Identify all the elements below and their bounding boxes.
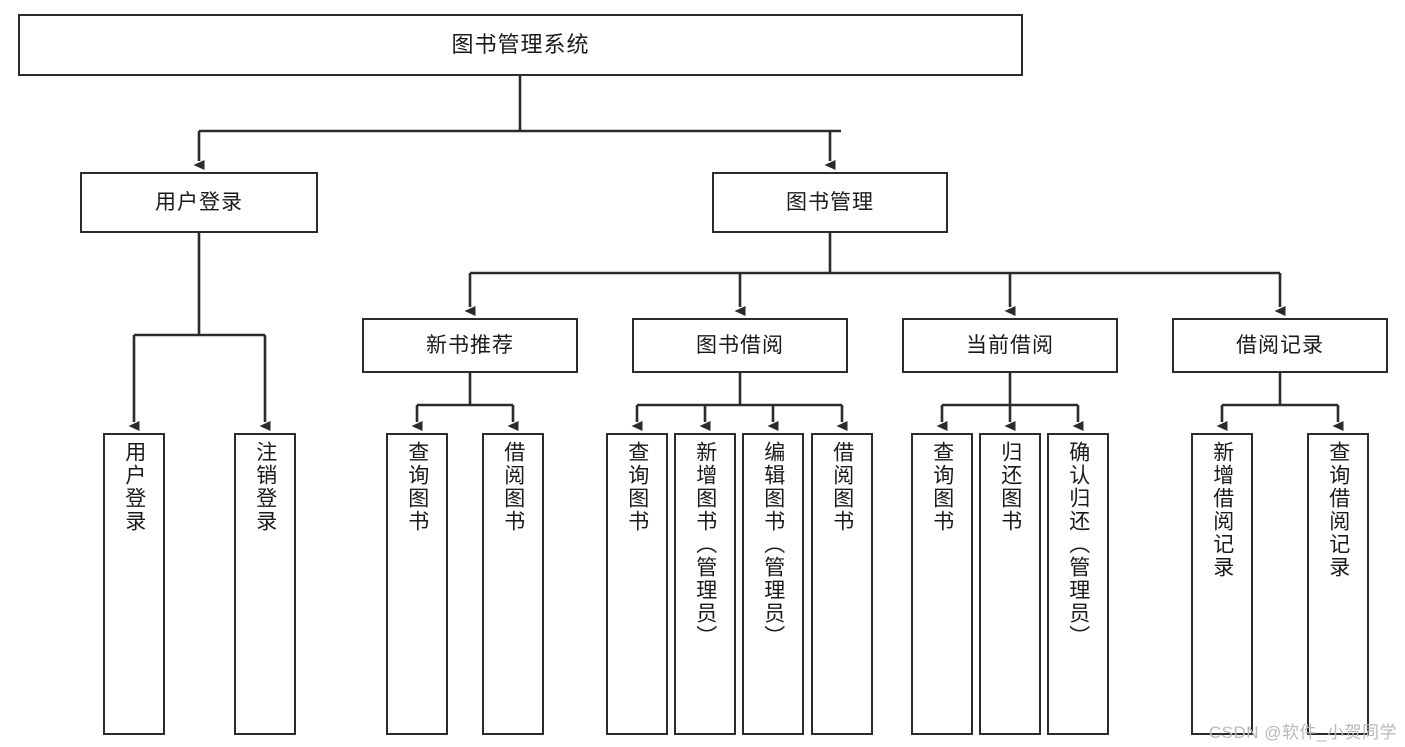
node-label: 当前借阅 — [966, 334, 1054, 357]
leaf-add-borrow-record[interactable]: 新增借阅记录 — [1191, 433, 1253, 735]
node-label: 注销登录 — [253, 441, 277, 533]
node-label: 查询图书 — [405, 441, 429, 533]
leaf-logout[interactable]: 注销登录 — [234, 433, 296, 735]
node-label: 编辑图书（管理员） — [761, 441, 785, 648]
leaf-query-book-recommend[interactable]: 查询图书 — [386, 433, 448, 735]
node-label: 图书管理系统 — [451, 32, 590, 57]
leaf-borrow-book[interactable]: 借阅图书 — [811, 433, 873, 735]
node-label: 借阅图书 — [830, 441, 854, 533]
node-borrow-record[interactable]: 借阅记录 — [1172, 318, 1388, 373]
leaf-confirm-return-admin[interactable]: 确认归还（管理员） — [1047, 433, 1109, 735]
node-label: 借阅图书 — [501, 441, 525, 533]
node-user-login[interactable]: 用户登录 — [80, 172, 318, 233]
leaf-add-book-admin[interactable]: 新增图书（管理员） — [674, 433, 736, 735]
leaf-query-borrow-record[interactable]: 查询借阅记录 — [1307, 433, 1369, 735]
node-label: 用户登录 — [155, 191, 243, 214]
node-label: 借阅记录 — [1236, 334, 1324, 357]
node-label: 图书借阅 — [696, 334, 784, 357]
node-root-book-management-system[interactable]: 图书管理系统 — [18, 14, 1023, 76]
node-label: 查询图书 — [625, 441, 649, 533]
node-label: 确认归还（管理员） — [1066, 441, 1090, 648]
csdn-watermark: CSDN @软件_小贺同学 — [1208, 723, 1397, 742]
leaf-user-login[interactable]: 用户登录 — [103, 433, 165, 735]
node-new-book-recommend[interactable]: 新书推荐 — [362, 318, 578, 373]
node-label: 查询借阅记录 — [1326, 441, 1350, 579]
node-current-borrow[interactable]: 当前借阅 — [902, 318, 1118, 373]
leaf-edit-book-admin[interactable]: 编辑图书（管理员） — [742, 433, 804, 735]
node-book-borrow[interactable]: 图书借阅 — [632, 318, 848, 373]
node-label: 图书管理 — [786, 191, 874, 214]
node-label: 用户登录 — [122, 441, 146, 533]
node-book-management[interactable]: 图书管理 — [712, 172, 948, 233]
node-label: 新书推荐 — [426, 334, 514, 357]
leaf-return-book[interactable]: 归还图书 — [979, 433, 1041, 735]
node-label: 查询图书 — [930, 441, 954, 533]
leaf-borrow-book-recommend[interactable]: 借阅图书 — [482, 433, 544, 735]
leaf-query-book-borrow[interactable]: 查询图书 — [606, 433, 668, 735]
leaf-query-book-current[interactable]: 查询图书 — [911, 433, 973, 735]
node-label: 新增图书（管理员） — [693, 441, 717, 648]
node-label: 新增借阅记录 — [1210, 441, 1234, 579]
node-label: 归还图书 — [998, 441, 1022, 533]
